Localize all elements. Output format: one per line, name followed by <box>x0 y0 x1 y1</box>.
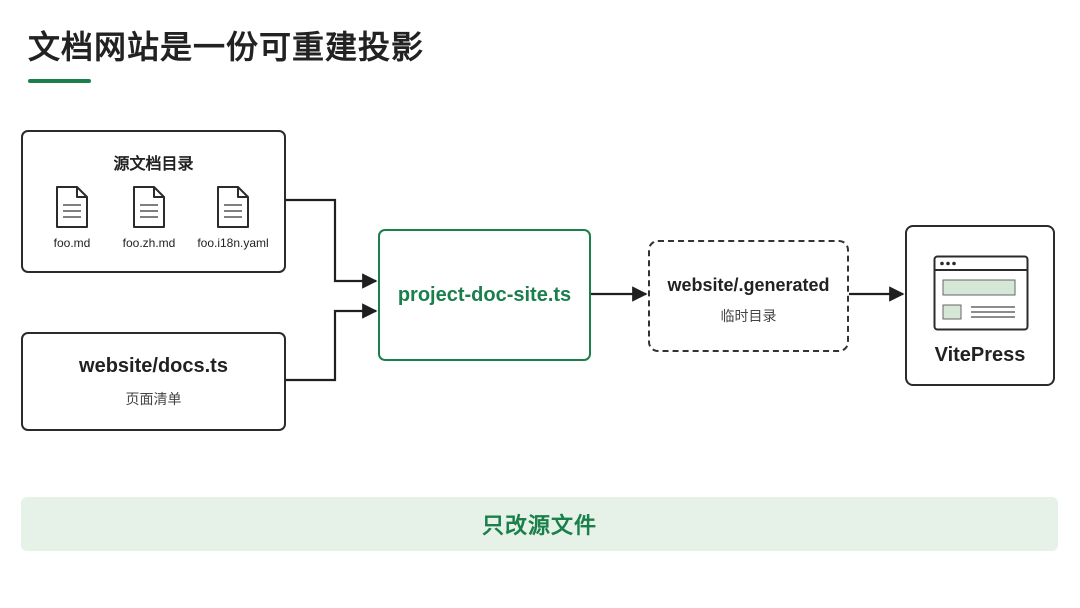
banner: 只改源文件 <box>21 497 1058 551</box>
manifest-name: website/docs.ts <box>79 355 228 377</box>
generated-caption: 临时目录 <box>720 308 777 324</box>
manifest-box: website/docs.ts 页面清单 <box>21 332 286 431</box>
connector-source-to-script <box>286 198 378 289</box>
file-name: foo.i18n.yaml <box>197 236 269 250</box>
file-item: foo.zh.md <box>109 184 189 250</box>
connector-manifest-to-script <box>286 303 378 382</box>
page-title: 文档网站是一份可重建投影 <box>28 29 425 65</box>
document-icon <box>217 186 249 228</box>
generated-name: website/.generated <box>667 275 830 295</box>
manifest-caption: 页面清单 <box>125 391 182 407</box>
source-docs-box: 源文档目录 foo.md foo.zh.md foo.i18n.yam <box>21 130 286 273</box>
script-name: project-doc-site.ts <box>397 284 572 306</box>
document-icon <box>56 186 88 228</box>
script-box: project-doc-site.ts <box>378 229 591 361</box>
file-name: foo.zh.md <box>122 236 176 250</box>
source-docs-heading: 源文档目录 <box>113 156 194 173</box>
file-item: foo.i18n.yaml <box>193 184 273 250</box>
browser-window-icon <box>933 255 1029 331</box>
banner-text: 只改源文件 <box>481 513 597 538</box>
file-item: foo.md <box>32 184 112 250</box>
vitepress-name: VitePress <box>934 344 1026 366</box>
file-name: foo.md <box>53 236 91 250</box>
document-icon <box>133 186 165 228</box>
generated-box: website/.generated 临时目录 <box>648 240 849 352</box>
title-underline <box>28 79 91 83</box>
vitepress-box: VitePress <box>905 225 1055 386</box>
